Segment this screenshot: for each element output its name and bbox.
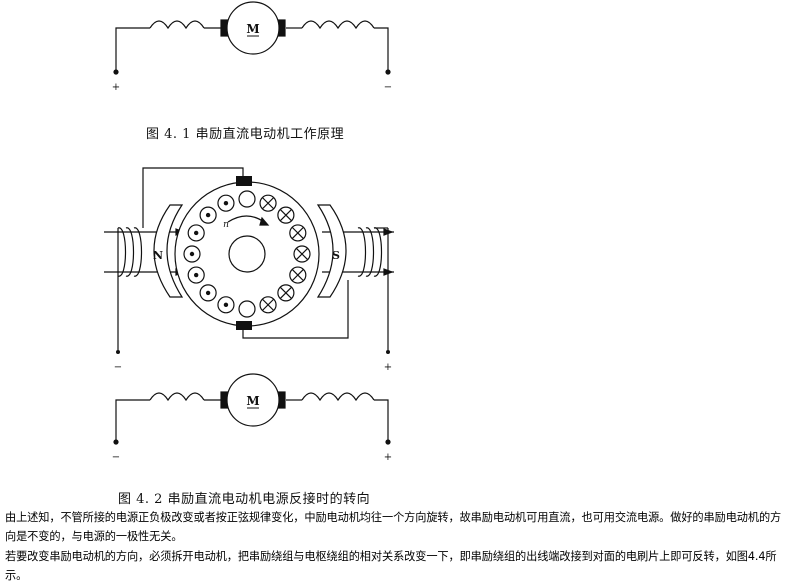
- current-in-cross: [291, 269, 304, 281]
- bottom-field-coil-left: [149, 392, 205, 402]
- current-out-dot: [223, 200, 229, 206]
- south-pole-label: S: [332, 249, 340, 262]
- paragraph-1: 由上述知，不管所接的电源正负极改变或者按正弦规律变化，中励电动机均往一个方向旋转…: [5, 511, 782, 543]
- field-coil-left: [117, 227, 143, 277]
- current-in-cross: [280, 209, 292, 221]
- figure-caption-4-1: 图 4. 1 串励直流电动机工作原理: [146, 127, 345, 142]
- top-terminal-plus: +: [112, 82, 120, 93]
- current-out-dot: [193, 230, 199, 236]
- current-out-dot: [223, 302, 229, 308]
- armature-shaft: [228, 235, 266, 273]
- paragraph-2: 若要改变串励电动机的方向，必须拆开电动机，把串励绕组与电枢绕组的相对关系改变一下…: [5, 550, 777, 582]
- top-terminal-minus: −: [384, 82, 392, 93]
- bottom-motor-circuit: [113, 373, 391, 445]
- bottom-field-coil-right: [301, 392, 375, 402]
- field-coil-right: [357, 227, 383, 277]
- brush-bottom: [236, 321, 252, 330]
- motor-diagrams: M + − N S n − +: [104, 1, 394, 463]
- rotation-label: n: [223, 220, 229, 230]
- current-in-cross: [262, 298, 274, 311]
- middle-terminal-plus: +: [384, 362, 392, 373]
- current-in-cross: [296, 248, 308, 260]
- current-out-dot: [189, 251, 195, 257]
- conductor: [238, 300, 256, 318]
- current-in-cross: [280, 287, 292, 299]
- top-field-coil-right: [301, 20, 375, 30]
- bottom-motor-armature: [226, 373, 280, 427]
- figure-caption-4-2: 图 4. 2 串励直流电动机电源反接时的转向: [118, 492, 371, 507]
- north-pole-shoe: [153, 204, 184, 298]
- current-in-cross: [291, 227, 304, 239]
- bottom-terminal-minus: −: [112, 452, 120, 463]
- armature-conductors: [183, 190, 311, 318]
- top-motor-circuit: [113, 1, 391, 75]
- brush-top: [236, 176, 252, 186]
- bottom-motor-label: M: [246, 394, 259, 408]
- current-out-dot: [193, 272, 199, 278]
- south-pole-shoe: [316, 204, 347, 298]
- current-out-dot: [205, 290, 211, 296]
- top-motor-armature: [226, 1, 280, 55]
- north-pole-label: N: [153, 249, 163, 262]
- middle-terminal-minus: −: [114, 362, 122, 373]
- current-in-cross: [262, 197, 274, 210]
- bottom-terminal-plus: +: [384, 452, 392, 463]
- top-field-coil-left: [149, 20, 205, 30]
- current-out-dot: [205, 212, 211, 218]
- conductor: [238, 190, 256, 208]
- top-motor-label: M: [246, 22, 259, 36]
